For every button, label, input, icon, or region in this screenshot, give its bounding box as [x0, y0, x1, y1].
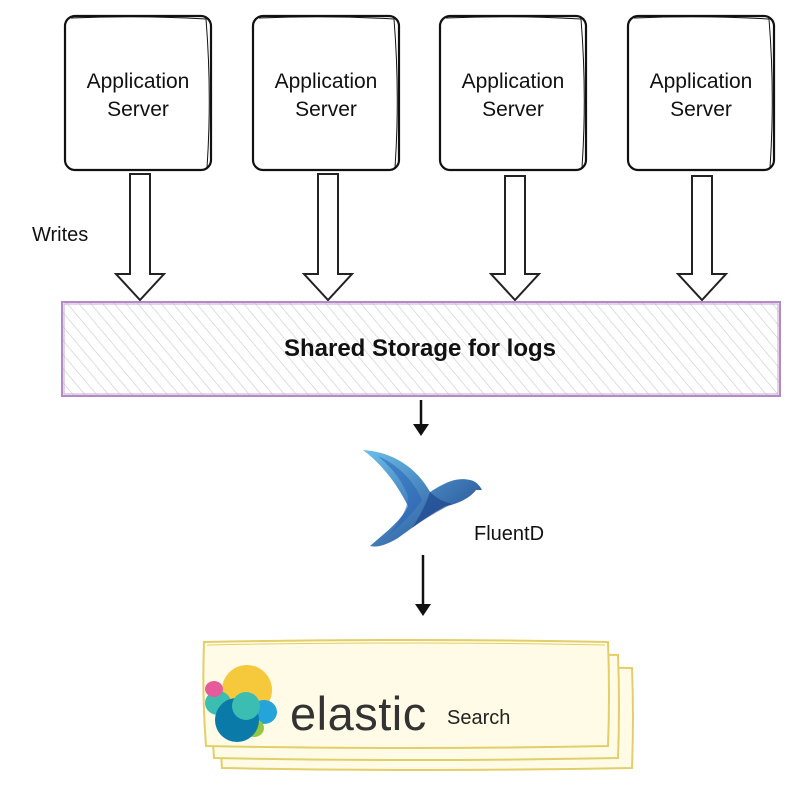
flow-arrow-storage-to-fluentd [413, 400, 429, 436]
application-server-1: Application Server [63, 14, 213, 172]
server-box [251, 14, 401, 172]
write-arrow [113, 173, 167, 302]
write-arrow [675, 175, 729, 302]
server-label-line2: Server [107, 98, 169, 121]
application-server-4: Application Server [626, 14, 776, 172]
server-box [626, 14, 776, 172]
server-label: Application Server [626, 68, 776, 124]
server-box [438, 14, 588, 172]
server-label-line2: Server [295, 98, 357, 121]
server-label-line1: Application [86, 70, 190, 93]
elastic-search-suffix: Search [447, 707, 511, 729]
server-label-line1: Application [461, 70, 565, 93]
fluentd-label: FluentD [474, 523, 545, 545]
server-label: Application Server [251, 68, 401, 124]
shared-storage-label: Shared Storage for logs [283, 335, 557, 362]
server-label: Application Server [438, 68, 588, 124]
elastic-brand-text: elastic [290, 687, 427, 740]
writes-label: Writes [32, 224, 89, 246]
shared-storage-box [61, 301, 781, 397]
elastic-logo-icon [205, 665, 277, 742]
server-label-line2: Server [482, 98, 544, 121]
server-label-line2: Server [670, 98, 732, 121]
server-label: Application Server [63, 68, 213, 124]
server-label-line1: Application [649, 70, 753, 93]
elastic-search-box [202, 639, 634, 771]
server-box [63, 14, 213, 172]
server-label-line1: Application [274, 70, 378, 93]
application-server-2: Application Server [251, 14, 401, 172]
write-arrow [488, 175, 542, 302]
fluentd-bird-icon [363, 450, 482, 547]
write-arrow [301, 173, 355, 302]
flow-arrow-fluentd-to-elastic [415, 555, 431, 616]
application-server-3: Application Server [438, 14, 588, 172]
